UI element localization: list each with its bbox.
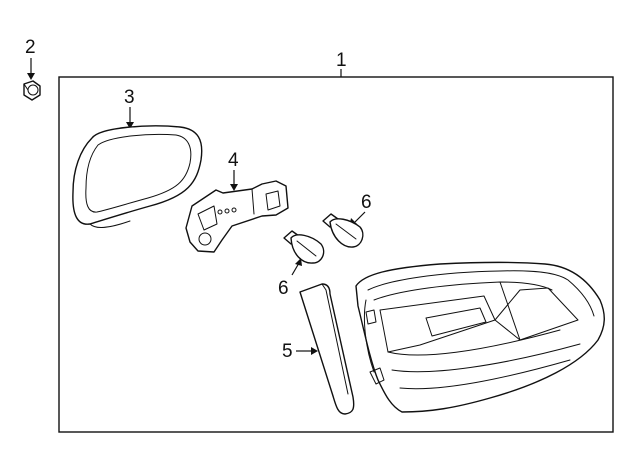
bulb-upper-part[interactable] <box>322 213 364 248</box>
callout-4-arrowhead <box>230 184 238 191</box>
callout-5[interactable]: 5 <box>282 341 293 362</box>
callout-2[interactable]: 2 <box>25 37 36 58</box>
bulb-lower-part[interactable] <box>283 230 325 264</box>
callout-5-arrowhead <box>311 347 318 355</box>
callout-6-lower-leader <box>291 262 300 276</box>
callout-2-arrowhead <box>27 73 35 80</box>
trim-panel-part[interactable] <box>299 283 355 415</box>
nut-part[interactable] <box>23 80 41 101</box>
tail-lamp-part[interactable] <box>355 261 605 413</box>
callout-6-upper-leader <box>354 211 366 223</box>
callout-1[interactable]: 1 <box>336 50 347 71</box>
socket-plate-part[interactable] <box>185 180 289 253</box>
assembly-frame <box>58 76 614 433</box>
callout-3-arrowhead <box>126 122 134 129</box>
callout-6-lower-arrowhead <box>295 258 302 266</box>
callout-4[interactable]: 4 <box>228 150 239 171</box>
callout-6-lower[interactable]: 6 <box>278 278 289 299</box>
gasket-part[interactable] <box>72 125 203 229</box>
callout-6-upper[interactable]: 6 <box>361 192 372 213</box>
callout-3[interactable]: 3 <box>124 87 135 108</box>
